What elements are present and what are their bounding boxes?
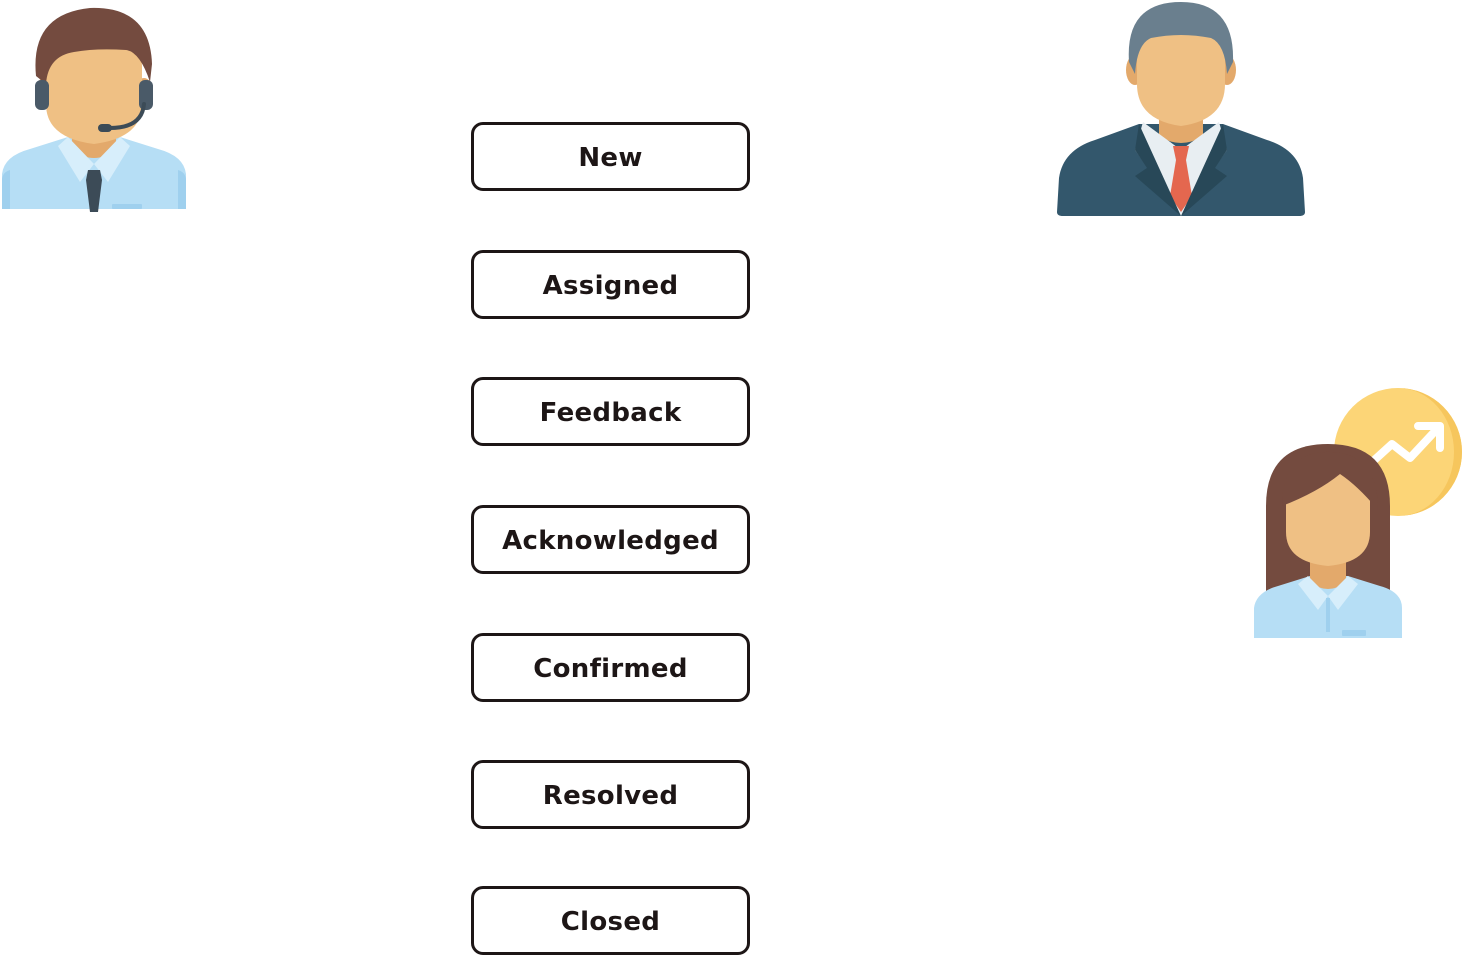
status-closed: Closed	[471, 886, 750, 955]
status-label: New	[578, 142, 643, 173]
status-assigned: Assigned	[471, 250, 750, 319]
status-acknowledged: Acknowledged	[471, 505, 750, 574]
businessman-suit-icon	[1057, 2, 1305, 216]
support-agent-avatar	[0, 4, 188, 214]
status-label: Closed	[560, 906, 661, 937]
status-resolved: Resolved	[471, 760, 750, 829]
status-confirmed: Confirmed	[471, 633, 750, 702]
status-feedback: Feedback	[471, 377, 750, 446]
woman-growth-chart-icon	[1254, 388, 1462, 638]
status-label: Resolved	[542, 780, 679, 811]
status-label: Acknowledged	[502, 525, 719, 556]
status-label: Confirmed	[533, 653, 688, 684]
status-label: Assigned	[542, 270, 679, 301]
status-new: New	[471, 122, 750, 191]
support-agent-headset-icon	[2, 7, 186, 212]
manager-avatar	[1055, 0, 1307, 218]
analyst-avatar	[1252, 386, 1463, 642]
status-label: Feedback	[539, 397, 682, 428]
